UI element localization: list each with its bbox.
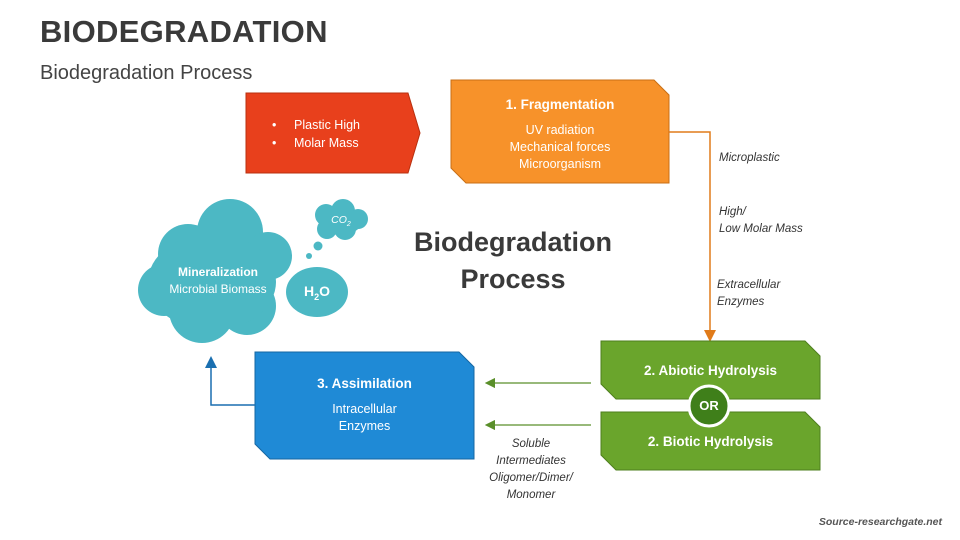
assimilation-line-1: Intracellular (332, 402, 397, 416)
biotic-hydrolysis-label: 2. Biotic Hydrolysis (647, 434, 774, 449)
assimilation-to-mineralization-arrow (205, 356, 255, 406)
fragmentation-title: 1. Fragmentation (505, 97, 615, 112)
mineralization-title: Mineralization (177, 265, 258, 279)
or-circle (687, 384, 731, 428)
input-bullet-1: Plastic High (272, 116, 402, 134)
co2-label: CO2 (331, 214, 351, 229)
fragmentation-to-hydrolysis-arrow (669, 131, 716, 342)
note-molar-mass: High/ Low Molar Mass (719, 206, 803, 235)
h2o-bubble (286, 267, 348, 317)
assimilation-line-2: Enzymes (338, 419, 391, 433)
assimilation-box-shape (254, 351, 475, 460)
note-microplastic: Microplastic (719, 152, 780, 164)
fragmentation-line-2: Mechanical forces (509, 140, 611, 154)
page-subtitle: Biodegradation Process (40, 62, 253, 84)
note-extracellular-enzymes: Extracellular Enzymes (717, 279, 781, 308)
co2-thought-bubble (306, 199, 368, 259)
fragmentation-line-3: Microorganism (519, 157, 601, 171)
biotic-box-shape (600, 411, 821, 471)
mineralization-text: Mineralization Microbial Biomass (140, 264, 296, 298)
input-box: Plastic High Molar Mass (272, 116, 402, 152)
input-bullet-2: Molar Mass (272, 134, 402, 152)
note-soluble-intermediates: Soluble Intermediates Oligomer/Dimer/ Mo… (489, 438, 573, 501)
assimilation-box: 3. Assimilation Intracellular Enzymes (255, 375, 474, 435)
center-title: Biodegradation Process (413, 227, 612, 294)
mineralization-cloud (138, 199, 292, 343)
page-title: BIODEGRADATION (40, 14, 328, 49)
fragmentation-line-1: UV radiation (525, 123, 595, 137)
fragmentation-box-shape (450, 79, 670, 184)
assimilation-title: 3. Assimilation (317, 376, 412, 391)
or-label: OR (699, 398, 719, 413)
h2o-label: H2O (303, 283, 331, 302)
source-credit: Source-researchgate.net (818, 516, 942, 528)
mineralization-subtitle: Microbial Biomass (169, 282, 267, 296)
abiotic-box-shape (600, 340, 821, 400)
fragmentation-box: 1. Fragmentation UV radiation Mechanical… (451, 96, 669, 173)
abiotic-hydrolysis-label: 2. Abiotic Hydrolysis (643, 363, 778, 378)
